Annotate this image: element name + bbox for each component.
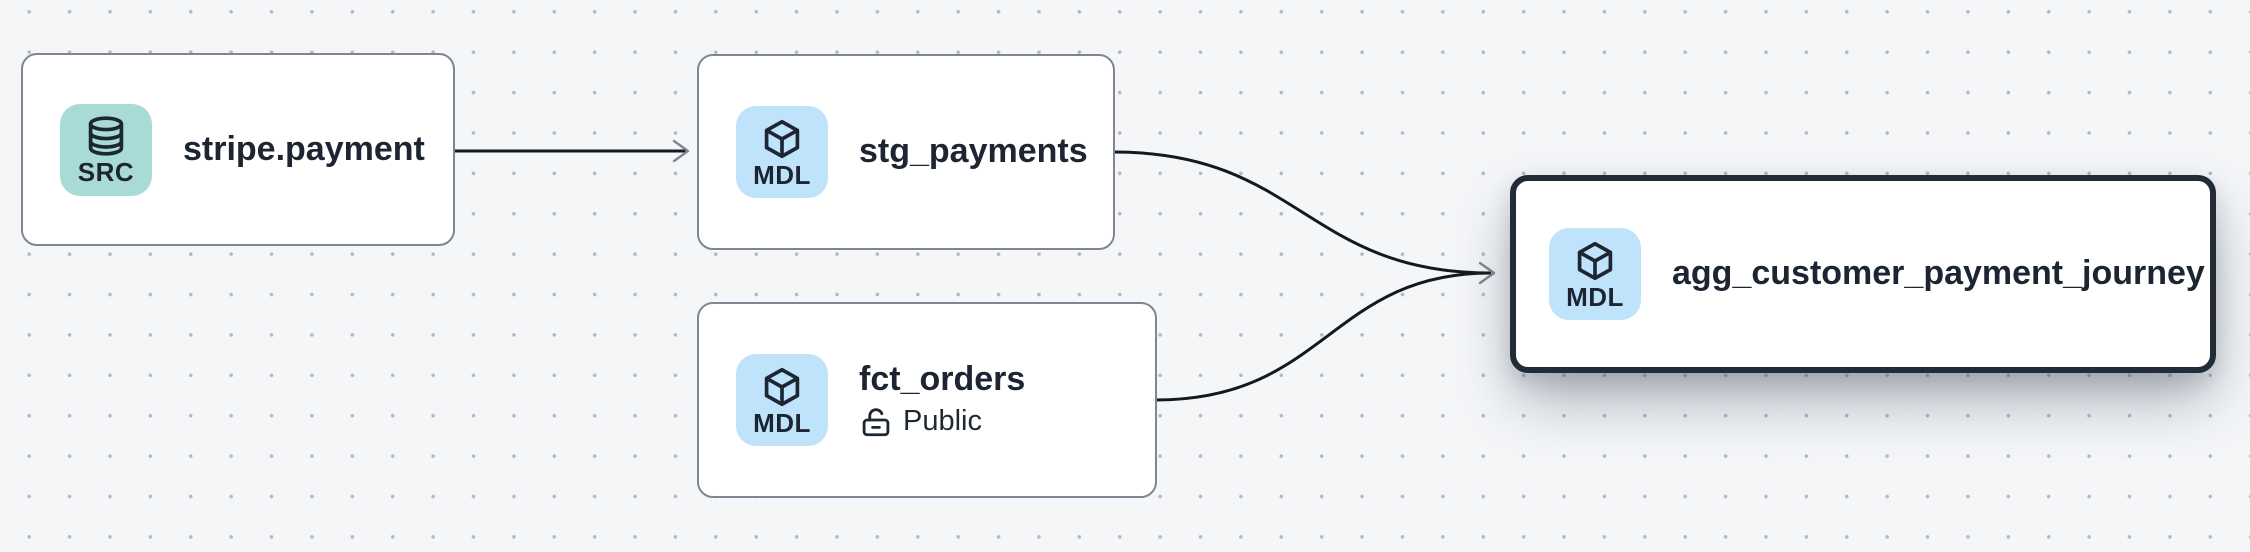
- node-title: agg_customer_payment_journey: [1672, 254, 2205, 293]
- model-badge: MDL: [736, 354, 828, 446]
- unlock-icon: [862, 408, 890, 437]
- node-title: stg_payments: [859, 132, 1088, 171]
- edge-fct-orders-to-agg-customer-payment-journey: [1155, 271, 1492, 402]
- node-stripe-payment[interactable]: SRC stripe.payment: [21, 53, 455, 246]
- edge-stg-payments-to-agg-customer-payment-journey: [1113, 150, 1492, 275]
- node-title: stripe.payment: [183, 129, 425, 168]
- source-badge: SRC: [60, 103, 152, 196]
- access-label: Public: [903, 405, 982, 438]
- node-agg-customer-payment-journey[interactable]: MDL agg_customer_payment_journey: [1510, 175, 2216, 373]
- badge-label: MDL: [753, 407, 811, 438]
- node-fct-orders[interactable]: MDL fct_orders Public: [697, 302, 1157, 498]
- model-badge: MDL: [736, 106, 828, 198]
- model-badge: MDL: [1549, 228, 1641, 320]
- database-icon: [88, 116, 124, 156]
- cube-icon: [1577, 241, 1613, 280]
- cube-icon: [764, 367, 800, 406]
- arrowhead-icon: [672, 139, 690, 163]
- node-stg-payments[interactable]: MDL stg_payments: [697, 54, 1115, 250]
- access-row: Public: [859, 405, 1025, 439]
- node-title: fct_orders: [859, 359, 1026, 398]
- cube-icon: [764, 119, 800, 158]
- arrowhead-icon: [1478, 261, 1496, 285]
- badge-label: MDL: [1566, 281, 1624, 312]
- badge-label: MDL: [753, 159, 811, 190]
- badge-label: SRC: [77, 157, 135, 187]
